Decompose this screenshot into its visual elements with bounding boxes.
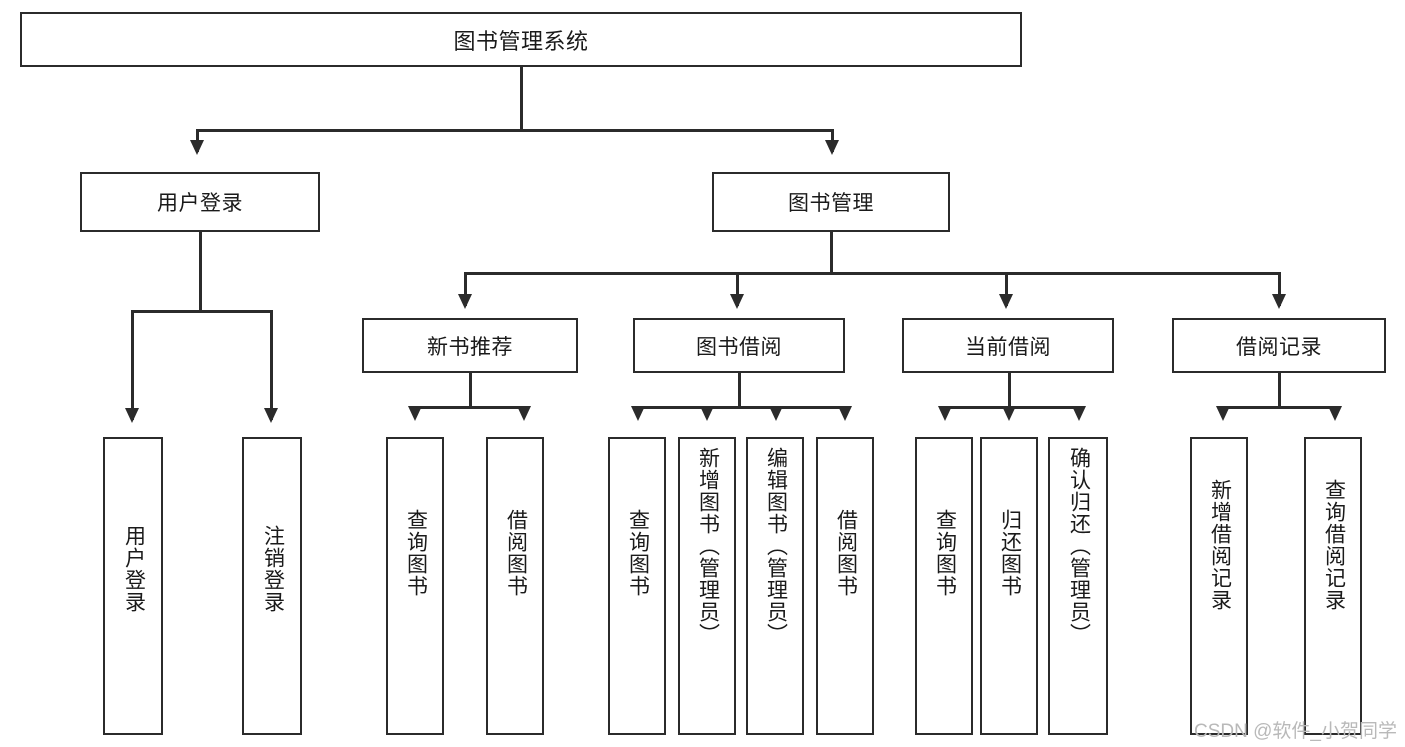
- arrow-to-book-manage: [825, 140, 839, 155]
- leaf-confirm-return-admin[interactable]: 确认归还（管理员）: [1048, 437, 1108, 735]
- leaf-query-book-recommend[interactable]: 查询图书: [386, 437, 444, 735]
- arrow-recommend-c1: [408, 406, 422, 421]
- arrow-user-login-child1: [125, 408, 139, 423]
- connector-book-manage-bus: [464, 272, 1280, 275]
- connector-book-manage-c3: [1005, 272, 1008, 306]
- leaf-borrow-book[interactable]: 借阅图书: [816, 437, 874, 735]
- connector-recommend-bus: [414, 406, 524, 409]
- node-label: 借阅记录: [1236, 335, 1322, 359]
- connector-book-manage-c2: [736, 272, 739, 306]
- connector-record-stem: [1278, 373, 1281, 408]
- leaf-label: 编辑图书（管理员）: [764, 447, 788, 645]
- connector-book-manage-stem: [830, 232, 833, 274]
- node-borrow-record[interactable]: 借阅记录: [1172, 318, 1386, 373]
- connector-borrow-bus: [637, 406, 845, 409]
- arrow-book-manage-c1: [458, 294, 472, 309]
- arrow-recommend-c2: [517, 406, 531, 421]
- arrow-book-manage-c3: [999, 294, 1013, 309]
- leaf-add-borrow-record[interactable]: 新增借阅记录: [1190, 437, 1248, 735]
- arrow-to-user-login: [190, 140, 204, 155]
- arrow-book-manage-c4: [1272, 294, 1286, 309]
- node-label: 图书管理: [788, 192, 874, 215]
- node-label: 图书借阅: [696, 335, 782, 359]
- node-book-borrow[interactable]: 图书借阅: [633, 318, 845, 373]
- leaf-logout[interactable]: 注销登录: [242, 437, 302, 735]
- node-label: 图书管理系统: [453, 28, 589, 54]
- connector-book-manage-c4: [1278, 272, 1281, 306]
- arrow-borrow-c3: [769, 406, 783, 421]
- connector-borrow-stem: [738, 373, 741, 408]
- connector-current-stem: [1008, 373, 1011, 408]
- arrow-user-login-child2: [264, 408, 278, 423]
- node-label: 用户登录: [157, 192, 243, 215]
- watermark-text: CSDN @软件_小贺同学: [1194, 721, 1397, 742]
- leaf-label: 查询借阅记录: [1322, 479, 1346, 611]
- leaf-label: 注销登录: [261, 525, 285, 613]
- connector-root-bus: [196, 129, 833, 132]
- leaf-return-book[interactable]: 归还图书: [980, 437, 1038, 735]
- connector-user-login-child1: [131, 310, 134, 420]
- leaf-label: 新增借阅记录: [1208, 479, 1232, 611]
- connector-record-bus: [1222, 406, 1335, 409]
- node-user-login[interactable]: 用户登录: [80, 172, 320, 232]
- leaf-query-book-current[interactable]: 查询图书: [915, 437, 973, 735]
- leaf-add-book-admin[interactable]: 新增图书（管理员）: [678, 437, 736, 735]
- leaf-label: 归还图书: [998, 509, 1022, 597]
- connector-root-stem: [520, 67, 523, 131]
- leaf-label: 查询图书: [626, 509, 650, 597]
- leaf-edit-book-admin[interactable]: 编辑图书（管理员）: [746, 437, 804, 735]
- arrow-current-c2: [1002, 406, 1016, 421]
- node-book-manage[interactable]: 图书管理: [712, 172, 950, 232]
- node-root-system[interactable]: 图书管理系统: [20, 12, 1022, 67]
- connector-user-login-stem: [199, 232, 202, 312]
- leaf-label: 借阅图书: [834, 509, 858, 597]
- arrow-current-c3: [1072, 406, 1086, 421]
- leaf-query-book-borrow[interactable]: 查询图书: [608, 437, 666, 735]
- arrow-book-manage-c2: [730, 294, 744, 309]
- leaf-user-login[interactable]: 用户登录: [103, 437, 163, 735]
- node-new-book-recommend[interactable]: 新书推荐: [362, 318, 578, 373]
- arrow-current-c1: [938, 406, 952, 421]
- leaf-label: 查询图书: [404, 509, 428, 597]
- leaf-label: 确认归还（管理员）: [1067, 447, 1091, 645]
- arrow-record-c1: [1216, 406, 1230, 421]
- leaf-borrow-book-recommend[interactable]: 借阅图书: [486, 437, 544, 735]
- leaf-label: 用户登录: [122, 525, 146, 613]
- leaf-label: 新增图书（管理员）: [696, 447, 720, 645]
- connector-book-manage-c1: [464, 272, 467, 306]
- node-label: 新书推荐: [427, 335, 513, 359]
- arrow-borrow-c1: [631, 406, 645, 421]
- arrow-borrow-c2: [700, 406, 714, 421]
- node-label: 当前借阅: [965, 335, 1051, 359]
- leaf-label: 借阅图书: [504, 509, 528, 597]
- node-current-borrow[interactable]: 当前借阅: [902, 318, 1114, 373]
- arrow-borrow-c4: [838, 406, 852, 421]
- connector-user-login-child2: [270, 310, 273, 420]
- arrow-record-c2: [1328, 406, 1342, 421]
- leaf-label: 查询图书: [933, 509, 957, 597]
- leaf-query-borrow-record[interactable]: 查询借阅记录: [1304, 437, 1362, 735]
- connector-user-login-bus: [131, 310, 272, 313]
- connector-recommend-stem: [469, 373, 472, 408]
